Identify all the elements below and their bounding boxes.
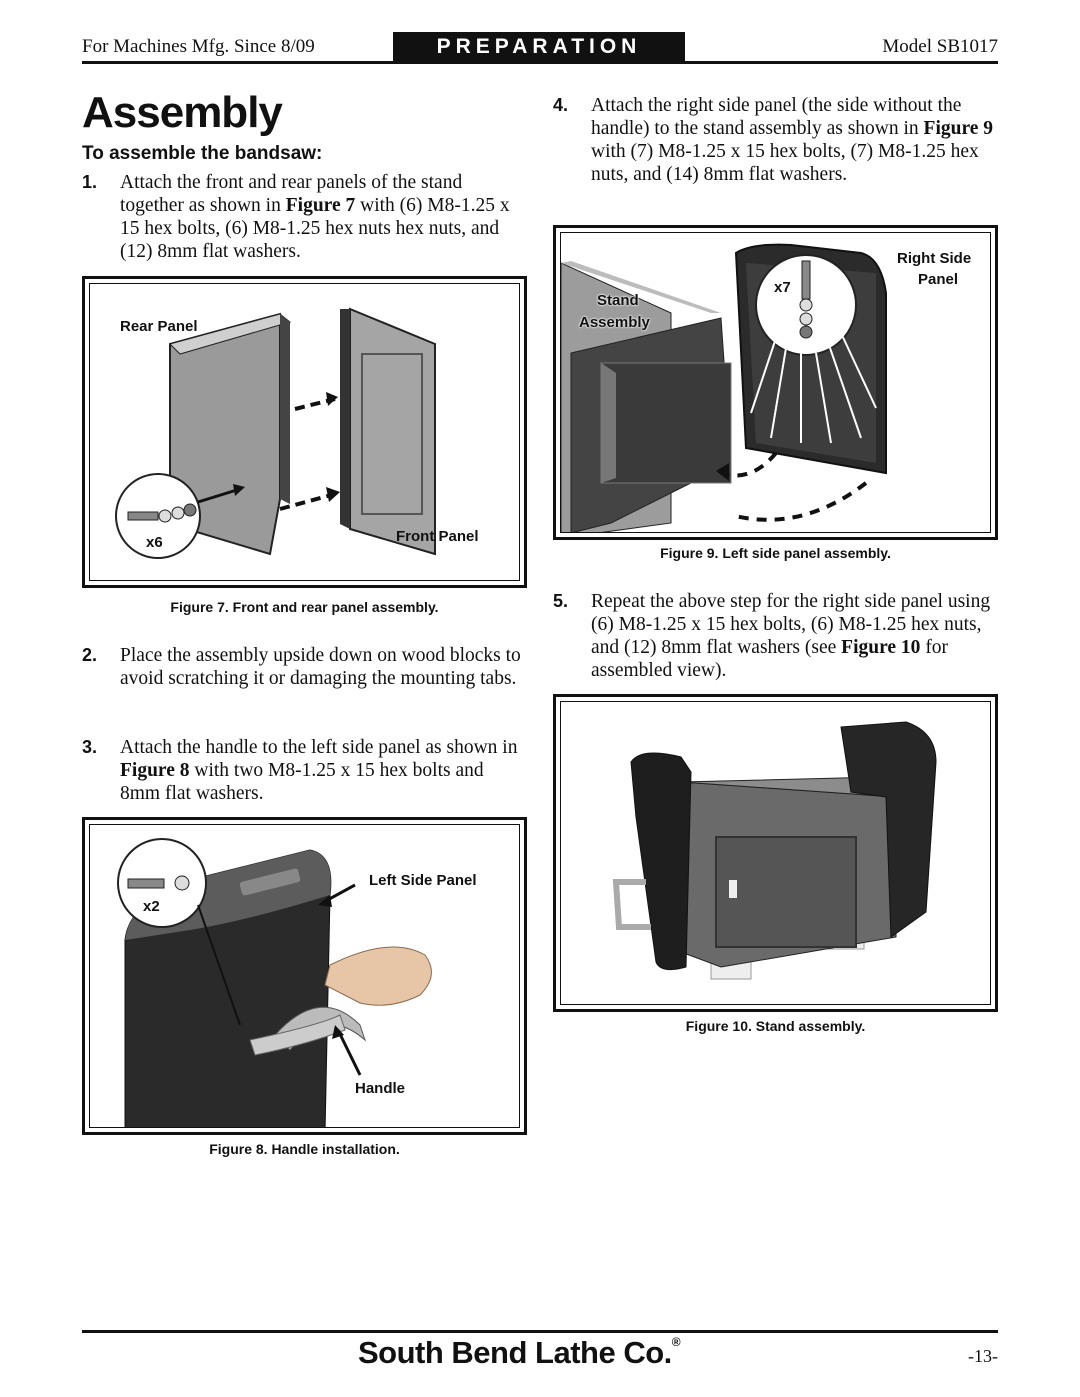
section-band: PREPARATION	[393, 32, 685, 62]
handle-illustration	[117, 838, 432, 1127]
step-text: Place the assembly upside down on wood b…	[120, 645, 521, 689]
figure-8-image: Left Side Panel Handle x2	[89, 824, 520, 1128]
subheading: To assemble the bandsaw:	[82, 143, 323, 164]
step-text: Attach the right side panel (the side wi…	[591, 95, 994, 185]
figure-9-box: Right Side Panel Stand Assembly x7	[553, 225, 998, 540]
label-handle: Handle	[355, 1080, 406, 1097]
page-title: Assembly	[82, 88, 283, 137]
figure-7-box: Rear Panel Front Panel x6	[82, 276, 527, 588]
header-rule	[82, 61, 998, 64]
step-number: 2.	[82, 645, 98, 665]
brand-logo: South Bend Lathe Co.®	[358, 1335, 681, 1370]
step-1: 1. Attach the front and rear panels of t…	[82, 171, 527, 263]
step-number: 4.	[553, 95, 569, 115]
step-number: 3.	[82, 737, 98, 757]
figure-8-caption: Figure 8. Handle installation.	[209, 1141, 400, 1157]
figure-10-caption: Figure 10. Stand assembly.	[685, 1018, 866, 1034]
label-qty-x6: x6	[146, 534, 163, 551]
label-panel: Panel	[918, 271, 959, 288]
figure-10-box	[553, 694, 998, 1012]
panels-illustration	[115, 307, 436, 559]
label-rear-panel: Rear Panel	[120, 318, 198, 335]
label-qty-x7: x7	[774, 279, 791, 296]
label-stand: Stand	[597, 292, 639, 309]
figure-9-caption: Figure 9. Left side panel assembly.	[660, 545, 891, 561]
page-number: -13-	[968, 1346, 998, 1366]
label-right-side: Right Side	[897, 250, 972, 267]
step-number: 5.	[553, 591, 569, 611]
header-left-text: For Machines Mfg. Since 8/09	[82, 36, 315, 57]
step-text: Attach the handle to the left side panel…	[120, 737, 518, 804]
header-model: Model SB1017	[882, 36, 998, 57]
step-5: 5. Repeat the above step for the right s…	[553, 590, 998, 682]
label-front-panel: Front Panel	[396, 528, 479, 545]
step-3: 3. Attach the handle to the left side pa…	[82, 736, 527, 805]
step-text: Attach the front and rear panels of the …	[120, 172, 510, 262]
footer-rule	[82, 1330, 998, 1333]
side-panel-illustration	[561, 243, 887, 532]
figure-10-image	[560, 701, 991, 1005]
figure-9-image: Right Side Panel Stand Assembly x7	[560, 232, 991, 533]
registered-mark: ®	[671, 1335, 681, 1349]
stand-illustration	[612, 721, 937, 980]
step-text: Repeat the above step for the right side…	[591, 591, 991, 681]
label-assembly: Assembly	[579, 314, 650, 331]
figure-7-image: Rear Panel Front Panel x6	[89, 283, 520, 581]
figure-8-box: Left Side Panel Handle x2	[82, 817, 527, 1135]
step-2: 2. Place the assembly upside down on woo…	[82, 644, 527, 690]
label-qty-x2: x2	[143, 898, 160, 915]
step-4: 4. Attach the right side panel (the side…	[553, 94, 998, 186]
label-left-side-panel: Left Side Panel	[369, 872, 477, 889]
figure-7-caption: Figure 7. Front and rear panel assembly.	[170, 599, 439, 615]
step-number: 1.	[82, 172, 98, 192]
